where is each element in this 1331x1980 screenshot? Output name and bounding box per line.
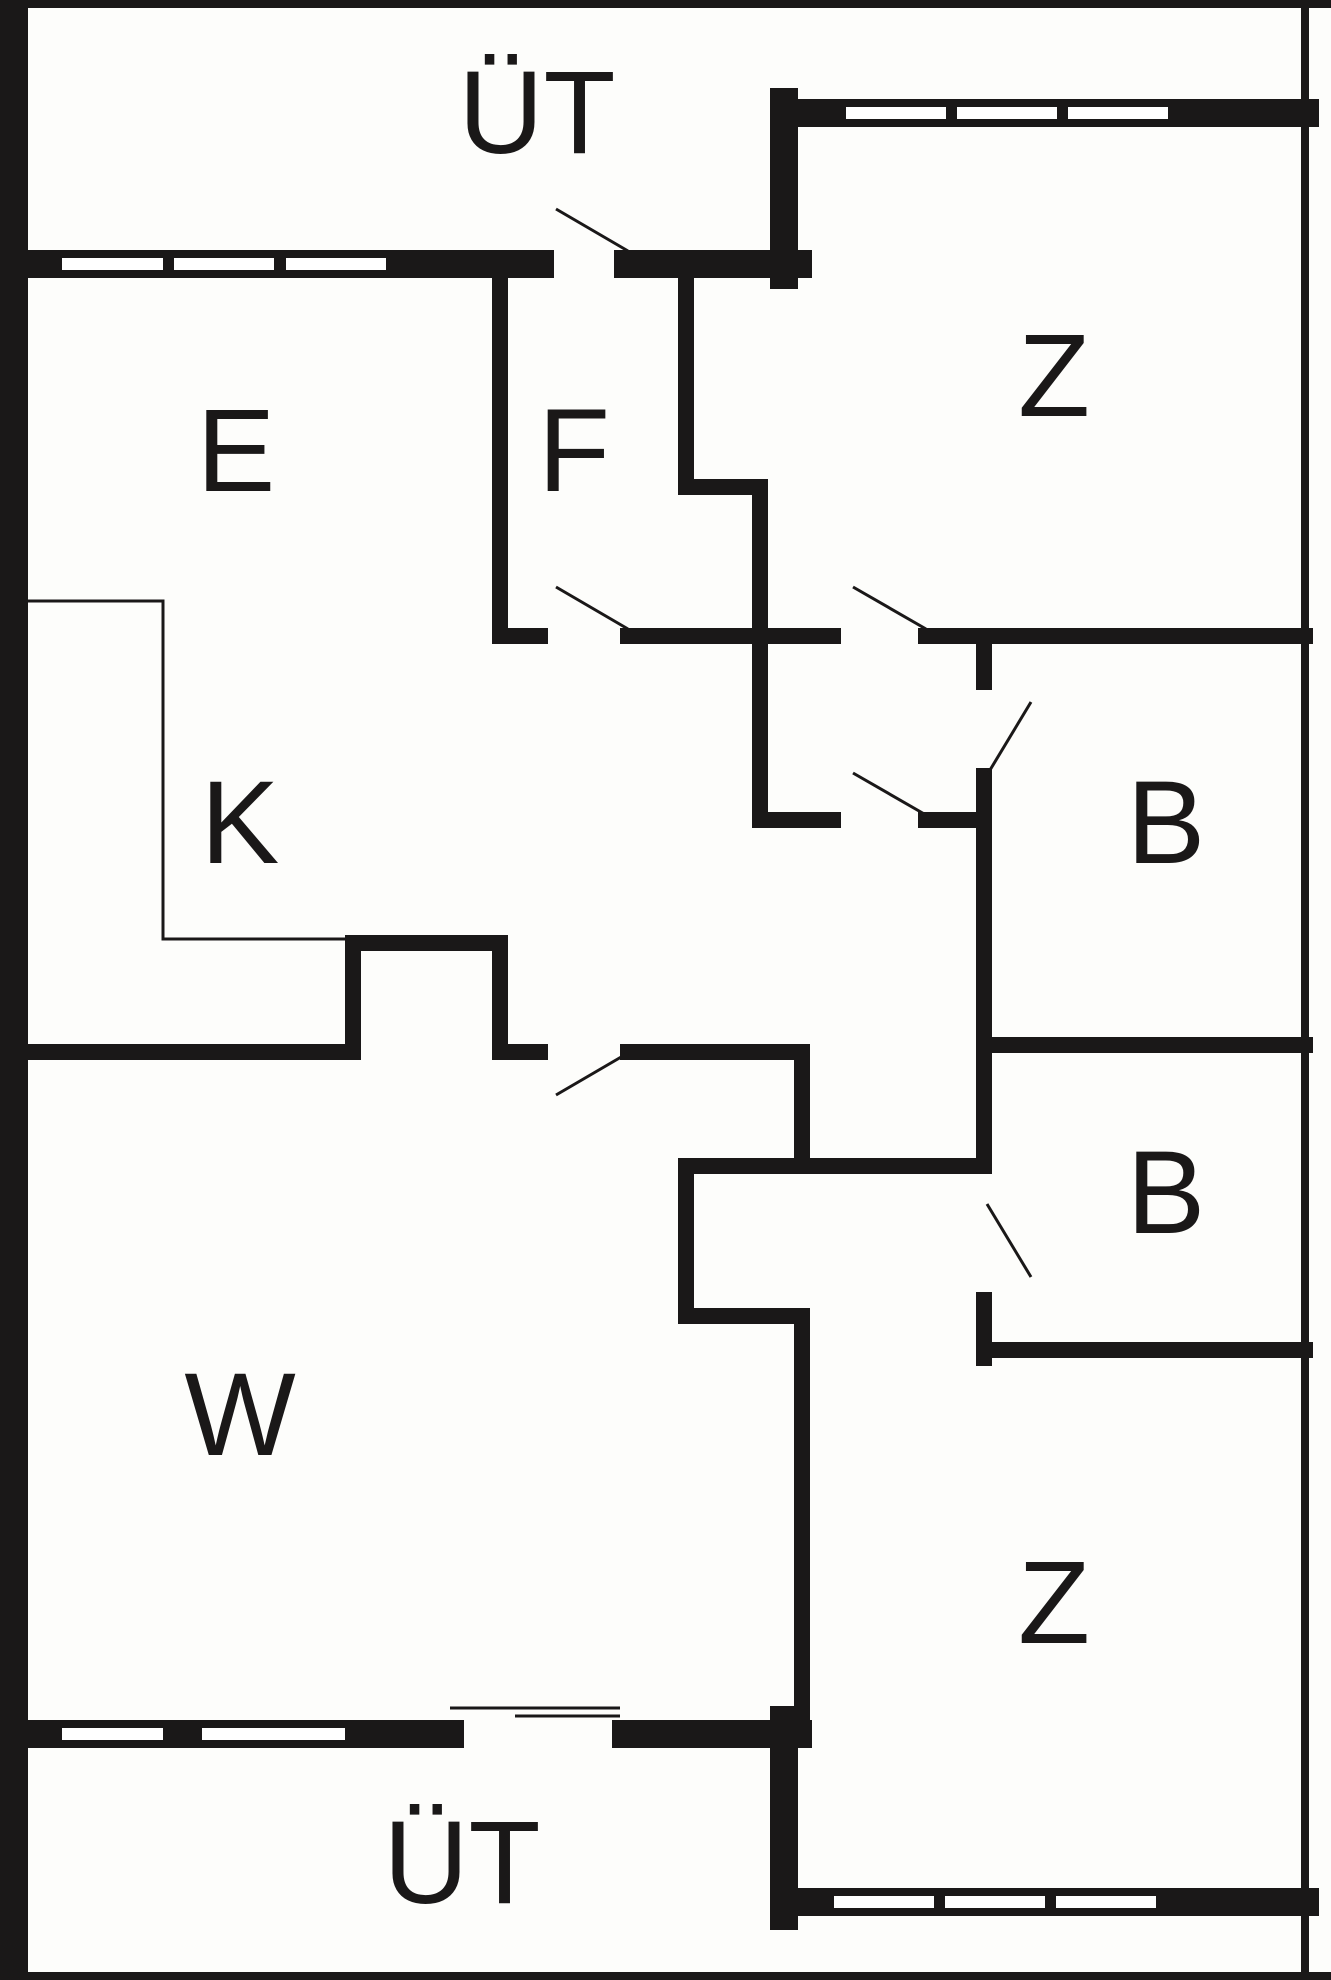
room-labels: ÜT Z E F K B B W Z ÜT	[184, 47, 1205, 1929]
window-pane	[286, 258, 386, 270]
room-label-f: F	[538, 385, 610, 517]
door-leaf	[555, 207, 629, 253]
window-pane	[846, 107, 946, 119]
windows	[62, 107, 1168, 1908]
room-label-w: W	[184, 1349, 295, 1481]
room-label-e: E	[197, 385, 276, 517]
window-pane	[834, 1896, 934, 1908]
window-pane	[62, 258, 163, 270]
room-label-z-top: Z	[1018, 310, 1090, 442]
room-label-b-top: B	[1127, 757, 1206, 889]
doors	[450, 207, 1033, 1718]
door-leaf	[555, 1051, 629, 1097]
window-pane	[945, 1896, 1045, 1908]
room-label-terrace-top: ÜT	[458, 47, 615, 179]
room-label-z-bottom: Z	[1018, 1537, 1090, 1669]
window-pane	[62, 1728, 163, 1740]
door-leaf	[852, 771, 927, 817]
door-leaf	[555, 585, 629, 631]
window-pane	[957, 107, 1057, 119]
door-leaf	[985, 701, 1033, 776]
window-pane	[174, 258, 274, 270]
room-label-b-bottom: B	[1127, 1127, 1206, 1259]
kitchen-counter	[14, 599, 353, 941]
window-pane	[1056, 1896, 1156, 1908]
door-leaf	[852, 585, 927, 631]
room-label-terrace-bottom: ÜT	[383, 1797, 540, 1929]
door-leaf	[985, 1203, 1033, 1278]
room-label-k: K	[201, 757, 280, 889]
window-pane	[202, 1728, 345, 1740]
window-pane	[1068, 107, 1168, 119]
